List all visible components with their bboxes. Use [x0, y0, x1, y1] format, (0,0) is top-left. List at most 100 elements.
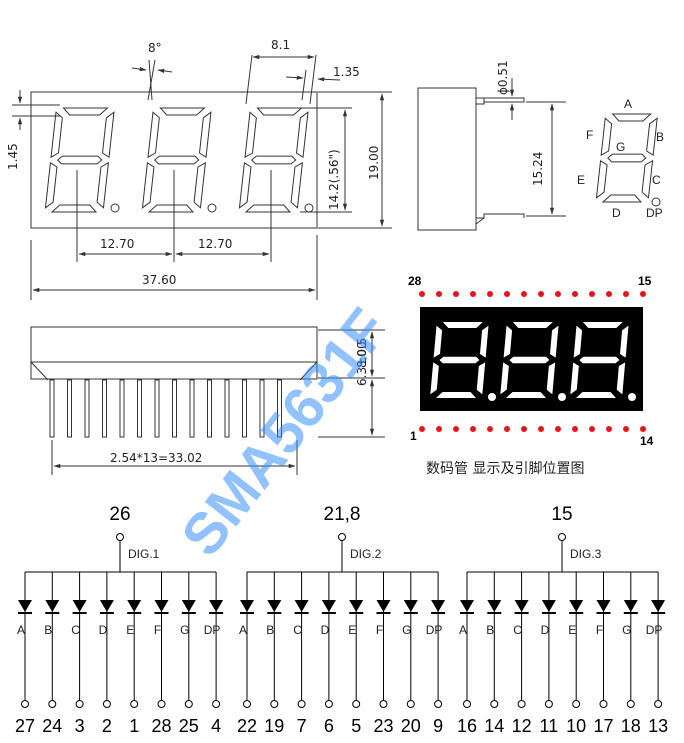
front-digit-1-seg-a [62, 107, 109, 116]
pin-number: 16 [457, 716, 477, 736]
corner-pin-15: 15 [638, 274, 652, 288]
segment-label: A [239, 623, 247, 637]
led-diode [18, 600, 32, 612]
led-diode [431, 600, 446, 612]
watermark: SMA5631F [169, 297, 401, 568]
legend-dp [651, 197, 661, 207]
pin-span-dim: 2.54*13=33.02 [110, 451, 202, 465]
bottom-pin [277, 379, 282, 438]
pin-terminal [379, 700, 388, 708]
led-diode [240, 600, 254, 612]
pitch-a-dim: 12.70 [100, 237, 134, 251]
side-body [417, 87, 477, 231]
pin-terminal [75, 700, 84, 708]
front-digit-1-seg-c [96, 161, 110, 209]
bottom-pin [154, 379, 160, 438]
top-offset-dim: 1.45 [6, 143, 20, 170]
pin-terminal [324, 700, 333, 708]
led-diode [154, 600, 169, 612]
pin-number: 18 [621, 716, 641, 736]
panel-digit-1-seg-f [433, 325, 443, 358]
pin-dot-bottom [589, 426, 595, 432]
bottom-pin [49, 379, 55, 438]
panel-digit-1-seg-d [436, 392, 476, 398]
front-dp-2 [207, 203, 217, 213]
pin-number: 10 [566, 716, 586, 736]
body-height-dim: 8.00 [355, 341, 369, 368]
pin-number: 24 [42, 716, 62, 736]
pin-terminal [544, 700, 553, 708]
panel-digit-2-seg-d [506, 392, 546, 398]
pin-dot-bottom [453, 426, 459, 432]
segment-label: DP [646, 623, 663, 637]
corner-pin-28: 28 [408, 274, 422, 288]
led-diode [45, 600, 60, 612]
pin-number: 27 [15, 716, 35, 736]
pin-dot-top [487, 291, 493, 297]
corner-pin-14: 14 [640, 434, 654, 448]
segment-label: E [568, 623, 576, 637]
legend-seg-d [601, 194, 643, 203]
legend-seg-e [595, 159, 608, 199]
bottom-body [30, 326, 318, 380]
legend-seg-b [646, 117, 658, 157]
corner-pin-1: 1 [410, 429, 417, 443]
front-digit-3-seg-f [244, 111, 257, 159]
bottom-pin [189, 379, 195, 438]
segment-label: DP [426, 623, 443, 637]
pin-number: 3 [75, 716, 85, 736]
segment-label: B [44, 623, 52, 637]
pin-terminal [130, 700, 139, 708]
panel-digit-1-seg-g [439, 356, 480, 364]
common-pin-label: 26 [109, 504, 130, 525]
pin-terminal [184, 700, 193, 708]
bottom-pin [172, 379, 177, 438]
front-digit-3-seg-d [244, 204, 292, 213]
pin-number: 28 [151, 716, 171, 736]
front-digit-2-seg-f [147, 111, 160, 159]
pitch-b-dim: 12.70 [198, 237, 232, 251]
led-diode [403, 600, 418, 612]
panel-digit-3-seg-g [579, 356, 620, 364]
legend-seg-c [641, 159, 654, 199]
pin-dot-top [470, 291, 476, 297]
pin-dot-top [419, 291, 425, 297]
front-digit-2-seg-d [147, 204, 195, 213]
pin-terminal [212, 700, 221, 708]
legend-f: F [586, 128, 593, 142]
pin-dot-bottom [623, 426, 629, 432]
front-digit-3-seg-b [295, 111, 309, 159]
led-diode [181, 600, 196, 612]
pin-dots [419, 291, 646, 432]
common-pin-terminal [558, 533, 566, 541]
pin-terminal [572, 700, 581, 708]
panel-dp-1 [488, 393, 496, 401]
bottom-pin [102, 379, 107, 438]
led-diode [487, 600, 502, 612]
led-diode [127, 600, 142, 612]
pin-number: 4 [211, 716, 221, 736]
pin-terminal [626, 700, 635, 708]
pin-dot-bottom [436, 426, 442, 432]
segment-label: DP [204, 623, 221, 637]
led-diode [209, 600, 224, 612]
segment-label: B [266, 623, 274, 637]
segment-label: D [321, 623, 330, 637]
pin-dot-top [640, 291, 646, 297]
segment-label: G [622, 623, 631, 637]
led-diode [99, 600, 114, 612]
bottom-pin [119, 379, 125, 438]
legend-d: D [612, 206, 621, 220]
legend-g: G [616, 140, 625, 154]
legend-seg-a [611, 113, 652, 122]
segment-label: F [154, 623, 161, 637]
pin-terminal [157, 700, 166, 708]
pin-dot-bottom [521, 426, 527, 432]
pin-dot-bottom [504, 426, 510, 432]
pin-number: 22 [237, 716, 257, 736]
led-diode [623, 600, 638, 612]
pin-number: 5 [351, 716, 361, 736]
segment-label: A [459, 623, 467, 637]
